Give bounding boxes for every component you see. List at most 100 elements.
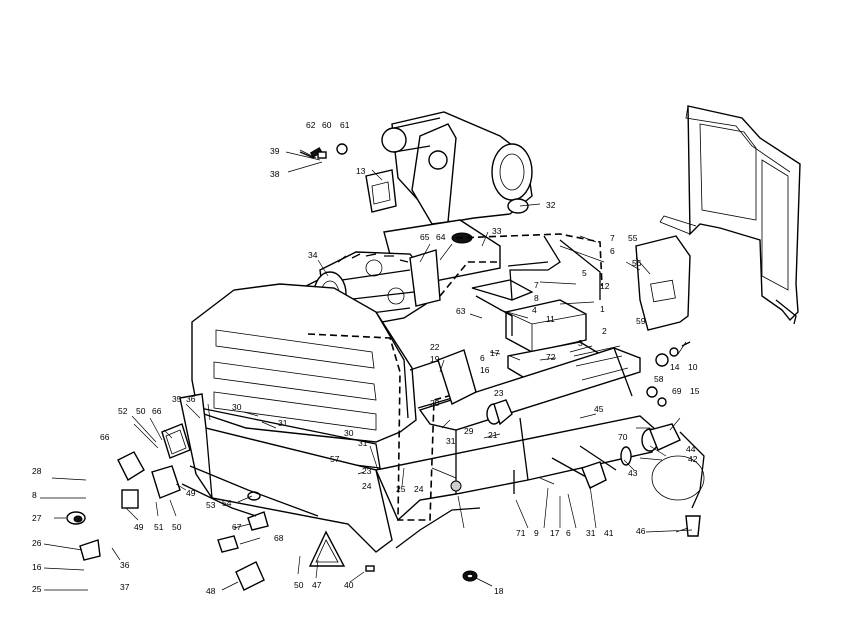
- callout-39: 39: [270, 146, 280, 156]
- callout-45a: 45: [594, 404, 604, 414]
- callout-labels: 62 60 61 39 38 13 32 33 7 6 55 56 34 65 …: [32, 120, 700, 596]
- callout-29: 29: [464, 426, 474, 436]
- side-plate-59: [635, 235, 691, 331]
- callout-53: 53: [206, 500, 216, 510]
- callout-70: 70: [618, 432, 628, 442]
- callout-31c: 31: [358, 438, 368, 448]
- callout-57: 57: [330, 454, 340, 464]
- callout-21: 21: [488, 430, 498, 440]
- callout-4: 4: [532, 305, 537, 315]
- callout-30b: 30: [344, 428, 354, 438]
- callout-16b: 16: [32, 562, 42, 572]
- callout-32: 32: [546, 200, 556, 210]
- callout-10: 10: [688, 362, 698, 372]
- callout-46: 46: [636, 526, 646, 536]
- callout-48: 48: [206, 586, 216, 596]
- callout-20: 20: [430, 398, 440, 408]
- callout-55: 55: [628, 233, 638, 243]
- callout-61: 61: [340, 120, 350, 130]
- callout-17a: 17: [490, 348, 500, 358]
- callout-24b: 24: [414, 484, 424, 494]
- callout-9: 9: [534, 528, 539, 538]
- callout-41: 41: [604, 528, 614, 538]
- callout-52: 52: [118, 406, 128, 416]
- callout-50c: 50: [294, 580, 304, 590]
- callout-36a: 36: [186, 394, 196, 404]
- callout-69: 69: [672, 386, 682, 396]
- callout-6c: 6: [566, 528, 571, 538]
- callout-44: 44: [686, 444, 696, 454]
- callout-13: 13: [356, 166, 366, 176]
- callout-58: 58: [654, 374, 664, 384]
- callout-11: 11: [546, 314, 555, 324]
- callout-31a: 31: [446, 436, 456, 446]
- callout-50a: 50: [136, 406, 146, 416]
- callout-51: 51: [154, 522, 164, 532]
- engine-blower-unit: [301, 111, 533, 327]
- leader-lines: [40, 149, 693, 591]
- callout-63: 63: [456, 306, 466, 316]
- wiring-harness: [307, 233, 603, 521]
- callout-50b: 50: [172, 522, 182, 532]
- callout-25b: 25: [32, 584, 42, 594]
- callout-54: 54: [222, 498, 232, 508]
- callout-43: 43: [628, 468, 638, 478]
- callout-30a: 30: [232, 402, 242, 412]
- callout-66b: 66: [100, 432, 110, 442]
- chassis-frame: [179, 345, 657, 553]
- callout-7a: 7: [610, 233, 615, 243]
- rear-cab-panel: [659, 105, 801, 325]
- callout-25a: 25: [396, 484, 406, 494]
- callout-31b: 31: [278, 418, 288, 428]
- callout-18: 18: [494, 586, 504, 596]
- callout-66a: 66: [152, 406, 162, 416]
- callout-22: 22: [430, 342, 440, 352]
- callout-36b: 36: [120, 560, 130, 570]
- callout-42: 42: [688, 454, 698, 464]
- callout-62: 62: [306, 120, 316, 130]
- callout-56: 56: [632, 258, 642, 268]
- callout-8b: 8: [32, 490, 37, 500]
- callout-17b: 17: [550, 528, 560, 538]
- callout-8: 8: [534, 293, 539, 303]
- callout-24a: 24: [362, 481, 372, 491]
- callout-14: 14: [670, 362, 680, 372]
- callout-34: 34: [308, 250, 318, 260]
- callout-26: 26: [32, 538, 42, 548]
- callout-28: 28: [32, 466, 42, 476]
- callout-2: 2: [602, 326, 607, 336]
- callout-67: 67: [232, 522, 242, 532]
- callout-7b: 7: [534, 280, 539, 290]
- callout-16a: 16: [480, 365, 490, 375]
- callout-5: 5: [582, 268, 587, 278]
- callout-72: 72: [546, 352, 556, 362]
- callout-35: 35: [172, 394, 182, 404]
- callout-64: 64: [436, 232, 446, 242]
- callout-65: 65: [420, 232, 430, 242]
- callout-47: 47: [312, 580, 322, 590]
- callout-31d: 31: [586, 528, 596, 538]
- callout-49a: 49: [186, 488, 196, 498]
- callout-23b: 23: [362, 466, 372, 476]
- callout-49b: 49: [134, 522, 144, 532]
- callout-59: 59: [636, 316, 646, 326]
- callout-1: 1: [600, 304, 605, 314]
- small-parts: [299, 143, 705, 537]
- callout-12: 12: [600, 281, 610, 291]
- callout-3: 3: [578, 338, 583, 348]
- callout-71: 71: [516, 528, 526, 538]
- callout-60: 60: [322, 120, 332, 130]
- callout-33: 33: [492, 226, 502, 236]
- callout-6b: 6: [480, 353, 485, 363]
- callout-37: 37: [120, 582, 130, 592]
- callout-15: 15: [690, 386, 700, 396]
- callout-68: 68: [274, 533, 284, 543]
- callout-27: 27: [32, 513, 42, 523]
- callout-40: 40: [344, 580, 354, 590]
- callout-38: 38: [270, 169, 280, 179]
- callout-23a: 23: [494, 388, 504, 398]
- lamp-parts: [66, 423, 478, 591]
- callout-6a: 6: [610, 246, 615, 256]
